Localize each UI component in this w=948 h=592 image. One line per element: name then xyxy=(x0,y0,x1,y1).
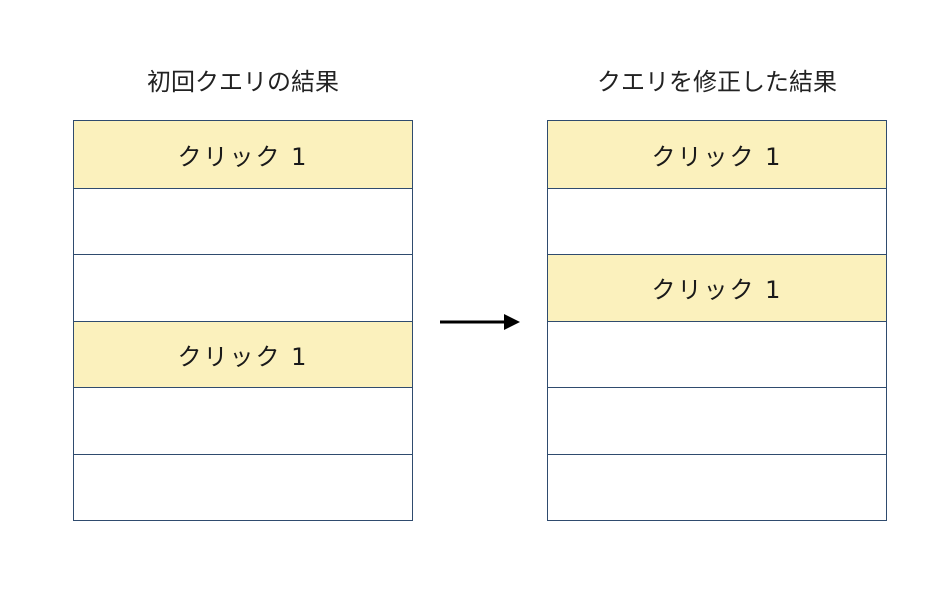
result-row xyxy=(74,187,412,255)
result-row: クリック 1 xyxy=(548,254,886,321)
initial-results-title: 初回クエリの結果 xyxy=(147,68,339,96)
result-row xyxy=(548,320,886,388)
result-row xyxy=(74,254,412,321)
result-row xyxy=(548,453,886,521)
modified-results-list: クリック 1 クリック 1 xyxy=(547,120,887,521)
result-row: クリック 1 xyxy=(74,320,412,387)
arrow-right-icon xyxy=(440,314,520,330)
result-row xyxy=(548,187,886,255)
modified-results-panel: クエリを修正した結果 クリック 1 クリック 1 xyxy=(547,60,887,521)
result-row xyxy=(74,453,412,521)
result-row: クリック 1 xyxy=(548,121,886,188)
result-row xyxy=(548,387,886,454)
result-row: クリック 1 xyxy=(74,121,412,188)
initial-results-panel: 初回クエリの結果 クリック 1 クリック 1 xyxy=(73,60,413,521)
initial-results-list: クリック 1 クリック 1 xyxy=(73,120,413,521)
result-row xyxy=(74,387,412,454)
modified-results-title: クエリを修正した結果 xyxy=(597,68,837,96)
